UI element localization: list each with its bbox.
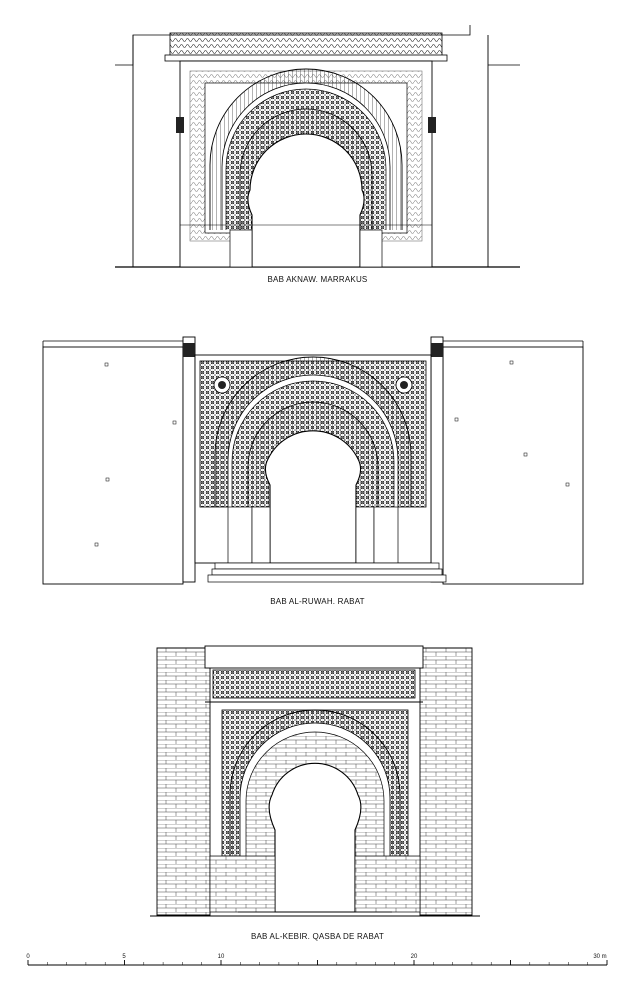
scale-label-10: 10 [218,954,225,960]
drawing-bab-al-ruwah: BAB AL-RUWAH. RABAT [0,335,635,610]
caption-bab-aknaw: BAB AKNAW. MARRAKUS [267,275,368,284]
drawing-bab-al-kebir: BAB AL-KEBIR. QASBA DE RABAT [0,640,635,945]
drawing-bab-aknaw: BAB AKNAW. MARRAKUS [0,25,635,295]
scale-label-20: 20 [411,954,418,960]
scale-bar: 0 5 10 20 30 m [26,954,608,966]
scale-bar-ticks [27,960,608,965]
caption-bab-al-kebir: BAB AL-KEBIR. QASBA DE RABAT [250,932,385,941]
scale-label-5: 5 [122,954,126,960]
bab-al-kebir-elevation [150,645,480,917]
scale-label-0: 0 [26,954,30,960]
scale-label-30m: 30 m [593,954,606,960]
bab-aknaw-elevation [115,25,520,268]
caption-bab-al-ruwah: BAB AL-RUWAH. RABAT [270,597,365,606]
bab-al-ruwah-elevation [42,336,584,585]
